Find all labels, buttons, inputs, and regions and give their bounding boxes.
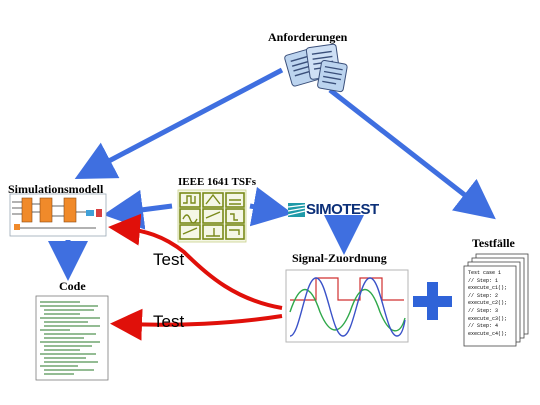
test-case-line: // Step: 2: [468, 292, 499, 299]
signal-square-wave: [290, 277, 404, 301]
arrow-test-to-code: [110, 308, 283, 341]
test-case-stack: [463, 253, 529, 347]
test-case-line: // Step: 1: [468, 277, 499, 284]
test-label-model: Test: [153, 250, 185, 269]
test-case-line: execute_c3();: [468, 315, 508, 322]
test-case-line: Test case 1: [468, 270, 502, 276]
test-case-line: execute_c4();: [468, 330, 508, 337]
arrow-requirements-to-model: [74, 67, 284, 179]
test-label-code: Test: [153, 312, 185, 331]
simotest-logo-icon: [287, 203, 306, 217]
simulation-model-label: Simulationsmodell: [8, 182, 104, 196]
arrow-test-to-model: [108, 213, 283, 310]
arrow-tsf-to-simotest: [249, 186, 293, 227]
requirements-label: Anforderungen: [268, 30, 348, 44]
plus-icon: [413, 282, 452, 320]
test-case-listing: Test case 1 // Step: 1 execute_c1(); // …: [468, 270, 514, 338]
test-case-line: execute_c1();: [468, 285, 508, 292]
signal-plot: [285, 269, 409, 343]
signal-green-wave: [289, 289, 406, 332]
simulation-model-thumbnail: [9, 193, 107, 237]
ieee-tsf-icon-grid: [177, 189, 247, 243]
arrow-requirements-to-testcases: [328, 88, 496, 220]
arrow-tsf-to-model: [103, 189, 173, 230]
signal-blue-wave: [289, 277, 406, 337]
test-case-line: // Step: 4: [468, 323, 499, 330]
test-case-line: // Step: 3: [468, 307, 499, 314]
test-cases-label: Testfälle: [472, 236, 515, 250]
code-label: Code: [59, 279, 86, 293]
signal-mapping-label: Signal-Zuordnung: [292, 251, 387, 265]
ieee-tsf-label: IEEE 1641 TSFs: [178, 176, 257, 188]
code-listing-thumbnail: [35, 295, 109, 381]
test-case-line: execute_c2();: [468, 300, 508, 307]
requirements-documents-icon: [284, 43, 348, 93]
simotest-logo-text: SIMOTEST: [306, 201, 379, 218]
